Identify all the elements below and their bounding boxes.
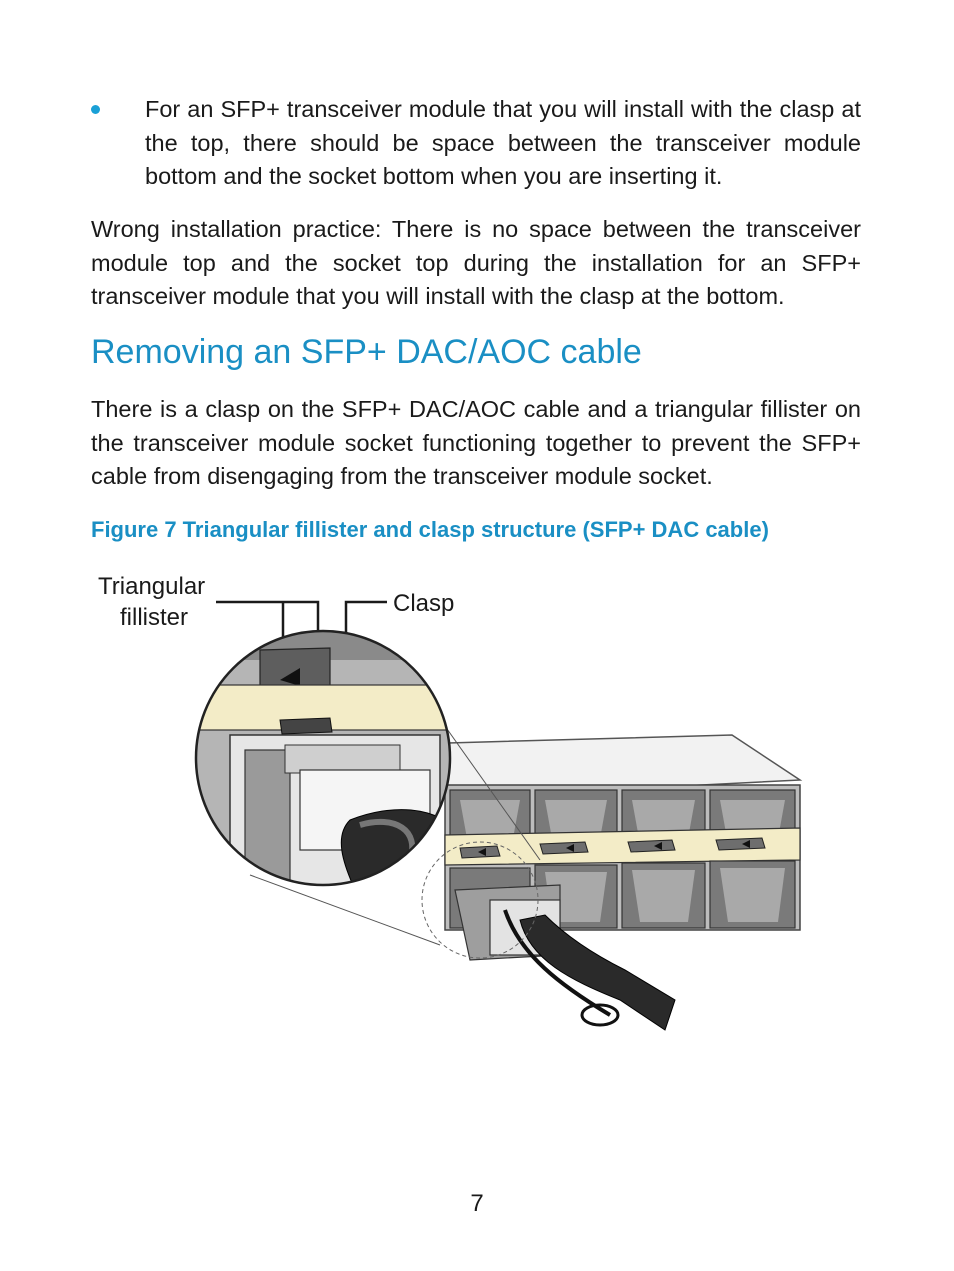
page-number: 7 [470,1190,484,1217]
magnifier-circle [194,629,452,887]
section-heading: Removing an SFP+ DAC/AOC cable [91,333,642,371]
paragraph-clasp-description: There is a clasp on the SFP+ DAC/AOC cab… [91,396,861,489]
figure-illustration: Triangular fillister Clasp [0,560,954,1060]
magnifier-source [421,841,539,959]
magnified-detail [196,631,450,885]
sfp-module-small [454,884,676,1031]
label-fillister: fillister [120,604,188,631]
label-clasp: Clasp [393,590,454,617]
bullet-item: For an SFP+ transceiver module that you … [91,93,861,194]
paragraph-wrong-installation: Wrong installation practice: There is no… [91,216,861,309]
magnifier-line-bottom [249,874,441,946]
sfp-illustration: Triangular fillister Clasp [98,573,803,1031]
bullet-text: For an SFP+ transceiver module that you … [145,96,861,189]
label-triangular: Triangular [98,573,205,600]
bullet-dot-icon [91,105,100,114]
figure-caption: Figure 7 Triangular fillister and clasp … [91,517,769,542]
switch-chassis [444,734,803,931]
